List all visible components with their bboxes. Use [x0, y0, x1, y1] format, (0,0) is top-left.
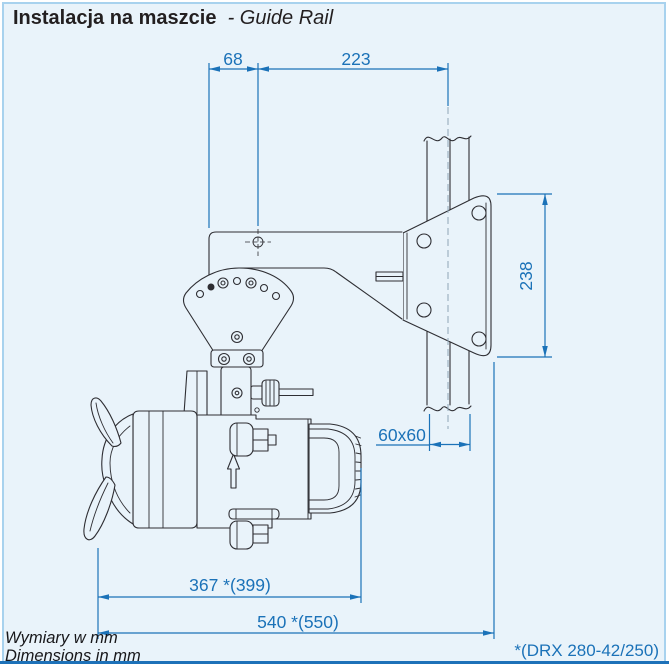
- mounting-plate: [402, 195, 492, 357]
- motor-body: [196, 414, 312, 529]
- motor-rear-cap: [308, 423, 362, 514]
- title-variant: - Guide Rail: [227, 7, 334, 29]
- dim-238-label: 238: [516, 261, 536, 290]
- mounting-arm: [208, 229, 404, 320]
- motor-bolt-cluster-upper: [229, 422, 277, 457]
- guide-rail: [423, 135, 472, 412]
- propeller-blade-lower: [83, 476, 116, 541]
- title-product: Instalacja na maszcie: [13, 7, 217, 29]
- page-title: Instalacja na maszcie - Guide Rail: [13, 7, 333, 30]
- motor-bolt-cluster-lower: [229, 520, 269, 550]
- dim-367-label: 367 *(399): [189, 575, 271, 595]
- clamp-assembly: [182, 349, 314, 430]
- model-variant-note: *(DRX 280-42/250): [514, 641, 659, 660]
- dimension-lines: 68 223 238 60x60 367 *(399) 540 *(550): [97, 49, 552, 639]
- page-frame: [2, 2, 666, 661]
- adjustment-knob: [250, 379, 314, 413]
- motor-front-drum: [132, 410, 198, 529]
- dim-60x60-label: 60x60: [378, 425, 426, 445]
- motor-bottom-hatch: [228, 508, 280, 520]
- dim-540-label: 540 *(550): [257, 612, 339, 632]
- up-arrow-icon: [226, 453, 241, 489]
- tilt-fan-bracket: [182, 267, 295, 353]
- dim-68-label: 68: [223, 49, 242, 69]
- bottom-rule: [0, 661, 669, 664]
- rail-top-break: [423, 135, 472, 142]
- units-note-pl: Wymiary w mm: [5, 629, 118, 647]
- dim-223-label: 223: [341, 49, 370, 69]
- motor-unit: [83, 397, 362, 550]
- units-note-en: Dimensions in mm: [5, 647, 141, 665]
- propeller-blade-upper: [90, 397, 122, 448]
- propeller: [83, 397, 122, 541]
